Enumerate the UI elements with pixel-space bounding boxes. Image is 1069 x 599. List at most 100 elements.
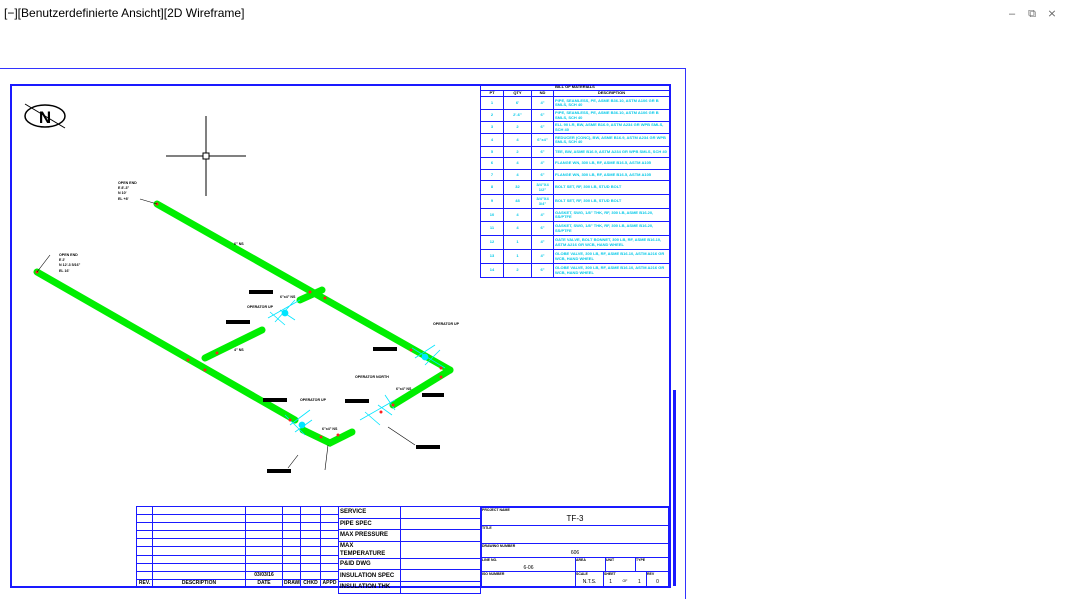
bom-cell-qty: 1 <box>503 235 532 250</box>
spec-value[interactable] <box>400 529 481 542</box>
scale-value: N.T.S. <box>582 579 597 585</box>
bom-cell-nd: 6"x4" <box>531 133 554 147</box>
bom-cell-pt: 8 <box>480 180 504 195</box>
bom-cell-description: GLOBE VALVE, 300 LB, RF, ASME B16.10, AS… <box>553 249 670 264</box>
vertical-scrollbar[interactable] <box>673 390 676 586</box>
revision-cell <box>152 522 246 532</box>
spec-label: PIPE SPEC <box>338 517 401 531</box>
sheets-value: 1 <box>637 579 641 585</box>
revision-row <box>136 514 339 524</box>
revision-cell <box>320 538 339 548</box>
revision-cell <box>320 522 339 532</box>
operator-north-label: OPERATOR NORTH <box>355 375 389 379</box>
valves[interactable] <box>267 299 446 436</box>
spec-row: MAX TEMPERATURE <box>338 540 481 559</box>
bom-cell-description: GATE VALVE, BOLT BONNET, 300 LB, RF, ASM… <box>553 235 670 250</box>
revision-row <box>136 562 339 572</box>
open-end-2-line-3: N 12'-3 5/16" <box>59 263 81 267</box>
bom-cell-pt: 3 <box>480 121 504 134</box>
project-value: TF-3 <box>566 514 584 523</box>
viewport-controls-label[interactable]: [−][Benutzerdefinierte Ansicht][2D Wiref… <box>4 6 245 20</box>
open-end-1-line-1: OPEN END <box>118 181 137 185</box>
minimize-icon[interactable]: ‒ <box>1008 8 1016 20</box>
bom-cell-description: GLOBE VALVE, 300 LB, RF, ASME B16.10, AS… <box>553 263 670 278</box>
bom-cell-pt: 5 <box>480 146 504 158</box>
spec-value[interactable] <box>400 580 481 594</box>
bom-cell-qty: 4 <box>503 133 532 147</box>
bom-cell-pt: 13 <box>480 249 504 264</box>
revision-cell <box>245 562 283 572</box>
revision-cell <box>245 505 283 516</box>
type-cell: TYPE <box>635 557 669 572</box>
revision-row <box>136 554 339 564</box>
drawing-cell: DRAWING NUMBER 606 <box>481 543 669 558</box>
close-icon[interactable]: ⨯ <box>1047 8 1057 20</box>
spec-row: PIPE SPEC <box>338 517 481 531</box>
spec-row: INSULATION THK <box>338 580 481 594</box>
bom-cell-nd: 6" <box>531 169 554 181</box>
revision-row <box>136 522 339 532</box>
bom-cell-nd: 6" <box>531 146 554 158</box>
restore-icon[interactable]: ⧉ <box>1028 8 1036 20</box>
compass-label: N <box>39 108 51 127</box>
reducer-label-3: 6"x4" NS <box>396 387 412 391</box>
drawing-label: DRAWING NUMBER <box>482 544 516 548</box>
leader-lines <box>36 198 416 471</box>
revision-cell <box>320 530 339 540</box>
revision-cell <box>282 570 301 580</box>
revision-cell <box>136 530 153 540</box>
bom-cell-qty: 2 <box>503 263 532 278</box>
revision-cell <box>245 546 283 556</box>
revision-header-0: REV. <box>136 578 153 588</box>
bom-cell-description: BOLT SET, RF, 300 LB, STUD BOLT <box>553 180 670 195</box>
size-label-4: 4" NS <box>234 348 244 352</box>
sheet-cell: SHEET 1 OF 1 <box>603 571 647 587</box>
revision-cell <box>245 522 283 532</box>
bom-cell-qty: 48 <box>503 194 532 209</box>
spec-value[interactable] <box>400 569 481 582</box>
open-end-1-line-3: N 10' <box>118 191 127 195</box>
bom-cell-nd: 3/4"X4 1/2" <box>531 180 554 195</box>
bom-cell-pt: 12 <box>480 235 504 250</box>
revision-cell <box>282 538 301 548</box>
operator-up-label-3: OPERATOR UP <box>300 398 327 402</box>
bom-cell-pt: 6 <box>480 157 504 170</box>
spec-value[interactable] <box>400 506 481 519</box>
revision-cell <box>300 530 321 540</box>
project-label: PROJECT NAME <box>482 508 510 512</box>
revision-date: 03/03/16 <box>245 570 283 580</box>
line-cell: LINE NO. 6-06 <box>481 557 576 572</box>
revision-cell <box>282 562 301 572</box>
revision-row: 03/03/16 <box>136 570 339 580</box>
layout-border-right <box>685 68 686 599</box>
spec-value[interactable] <box>400 557 481 571</box>
open-end-2-line-4: EL 16' <box>59 269 70 273</box>
spec-value[interactable] <box>400 540 481 559</box>
bom-cell-pt: 1 <box>480 96 504 110</box>
spec-label: SERVICE <box>338 506 401 519</box>
bom-cell-description: ELL 90 LR, BW, ASME B16.9, ASTM A234 GR … <box>553 121 670 134</box>
revision-cell <box>136 546 153 556</box>
revision-cell <box>245 554 283 564</box>
bom-cell-qty: 2'-6" <box>503 109 532 122</box>
open-end-2-line-2: E 2' <box>59 258 65 262</box>
line-label: LINE NO. <box>482 558 498 562</box>
area-cell: AREA <box>575 557 606 572</box>
spec-label: INSULATION SPEC <box>338 569 401 582</box>
title-label: TITLE <box>482 526 492 530</box>
spec-value[interactable] <box>400 517 481 531</box>
bom-cell-pt: 10 <box>480 208 504 222</box>
revision-cell <box>282 554 301 564</box>
revision-cell <box>152 546 246 556</box>
bom-cell-pt: 7 <box>480 169 504 181</box>
operator-up-label-1: OPERATOR UP <box>247 305 274 309</box>
spec-row: MAX PRESSURE <box>338 529 481 542</box>
